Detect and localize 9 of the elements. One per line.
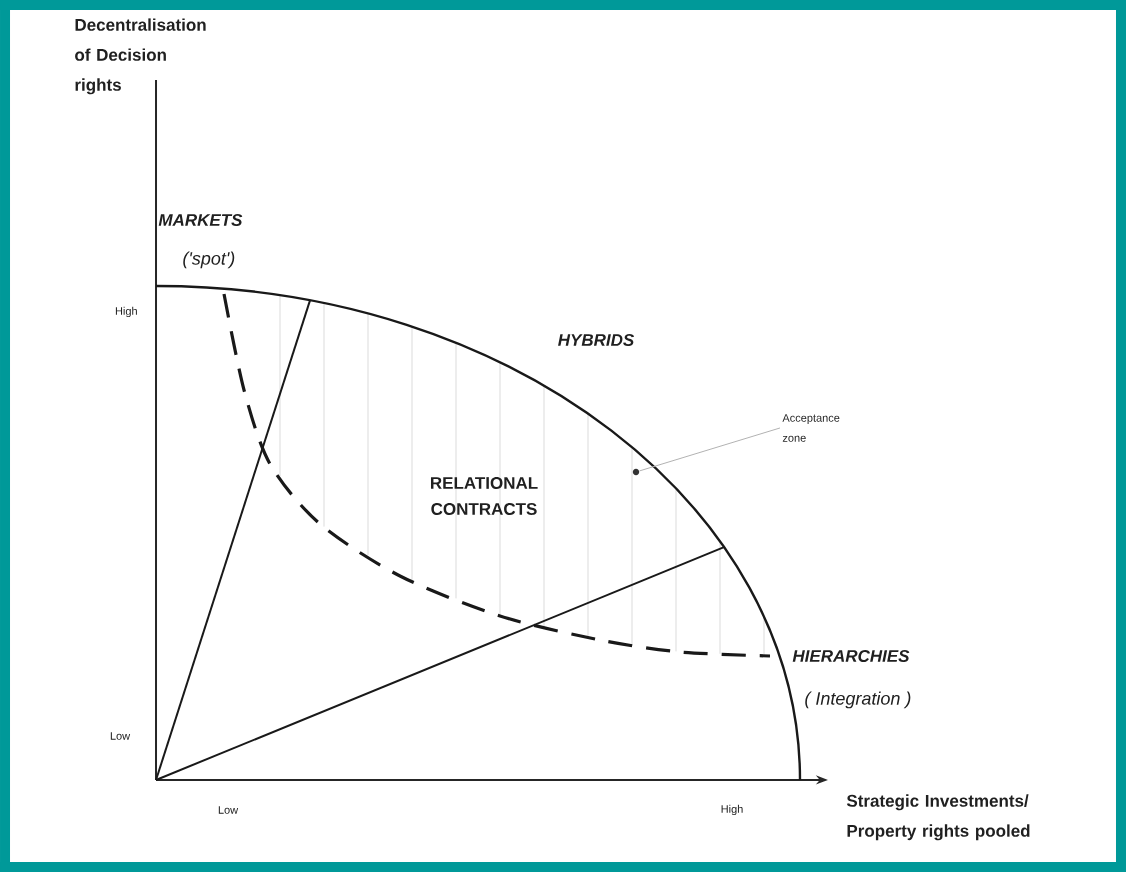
region-label: RELATIONAL CONTRACTS [431,476,538,515]
axis-title: Strategic Investments/ Property rights pooled [846,794,1030,841]
region-label: ('spot') [183,251,235,269]
axis-title: Decentralisation of Decision rights [75,18,206,95]
leader-line [638,427,781,472]
region-label: ( Integration ) [805,691,911,709]
region-label: HIERARCHIES [792,649,910,662]
region-label: MARKETS [158,214,243,226]
region-label: HYBRIDS [558,334,635,346]
